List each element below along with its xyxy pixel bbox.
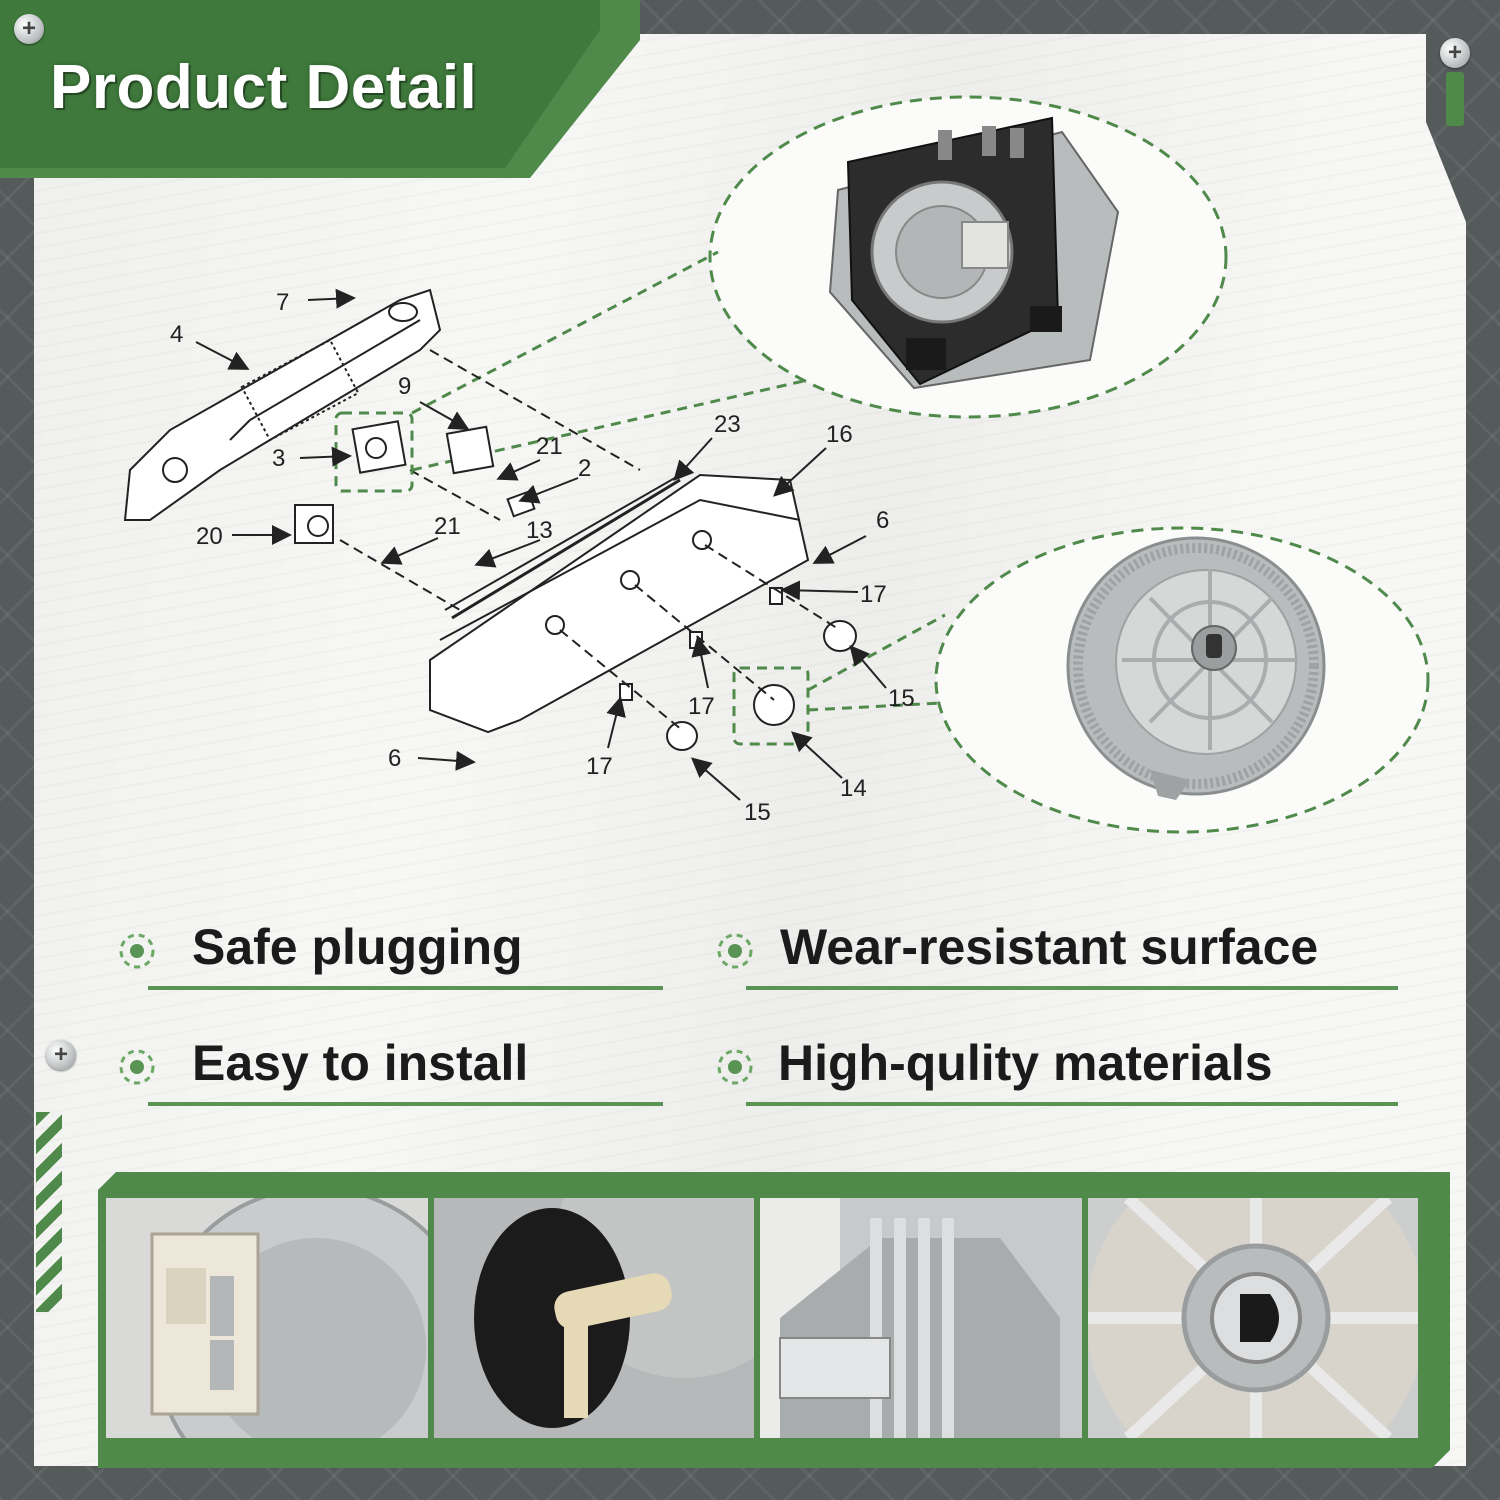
callout-label: 6 <box>876 507 889 534</box>
feature-easy-install: Easy to install <box>118 1034 678 1106</box>
screw-icon: + <box>1440 38 1470 68</box>
exploded-parts-diagram: 7 4 9 3 21 2 23 16 20 21 13 6 17 15 17 1… <box>123 95 1430 834</box>
bullet-icon <box>717 933 753 969</box>
knob-highlight <box>732 666 810 746</box>
feature-label: High-qulity materials <box>778 1035 1273 1091</box>
decor-stripes <box>36 1112 62 1312</box>
bullet-icon <box>119 933 155 969</box>
callout-label: 4 <box>170 321 183 348</box>
feature-safe-plugging: Safe plugging <box>118 918 678 990</box>
callout-label: 15 <box>888 685 915 712</box>
callout-label: 9 <box>398 373 411 400</box>
bullet-icon <box>119 1049 155 1085</box>
callout-label: 21 <box>434 513 461 540</box>
feature-label: Wear-resistant surface <box>780 919 1319 975</box>
callout-label: 3 <box>272 445 285 472</box>
callout-label: 17 <box>860 581 887 608</box>
page-title: Product Detail <box>50 53 478 122</box>
screw-icon: + <box>46 1040 76 1070</box>
feature-wear-resistant: Wear-resistant surface <box>716 918 1406 990</box>
timer-image <box>828 116 1120 390</box>
bullet-icon <box>717 1049 753 1085</box>
shaft-closeup-image <box>434 1198 754 1438</box>
detail-gallery <box>98 1172 1450 1468</box>
feature-label: Safe plugging <box>192 919 523 975</box>
callout-label: 20 <box>196 523 223 550</box>
connector-closeup-image <box>106 1198 428 1438</box>
callout-label: 6 <box>388 745 401 772</box>
knob-edge-closeup-image <box>760 1198 1082 1438</box>
knob-hub-closeup-image <box>1088 1198 1418 1438</box>
title-banner <box>0 0 640 178</box>
screw-icon: + <box>14 14 44 44</box>
callout-label: 14 <box>840 775 867 802</box>
callout-label: 7 <box>276 289 289 316</box>
knob-image <box>1066 536 1326 800</box>
feature-label: Easy to install <box>192 1035 529 1091</box>
callout-label: 15 <box>744 799 771 826</box>
callout-label: 23 <box>714 411 741 438</box>
callout-label: 16 <box>826 421 853 448</box>
feature-high-quality: High-qulity materials <box>716 1034 1406 1106</box>
callout-label: 13 <box>526 517 553 544</box>
timer-highlight <box>334 411 414 493</box>
callout-label: 2 <box>578 455 591 482</box>
callout-label: 17 <box>688 693 715 720</box>
callout-label: 21 <box>536 433 563 460</box>
decor-tab <box>1446 72 1464 126</box>
callout-label: 17 <box>586 753 613 780</box>
